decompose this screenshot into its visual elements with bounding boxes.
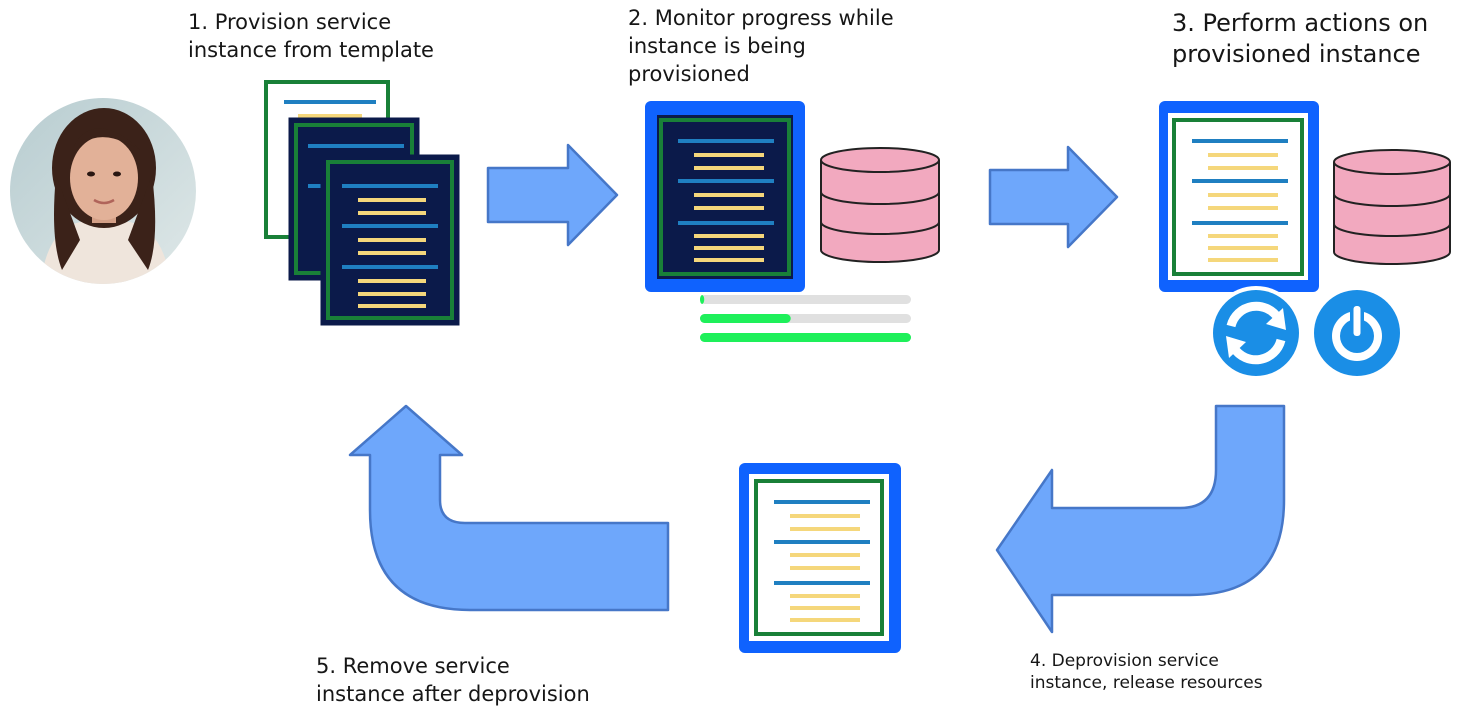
user-avatar <box>10 98 196 284</box>
progress-fill <box>700 295 705 304</box>
flow-arrow-2 <box>988 145 1119 249</box>
progress-track <box>700 295 911 304</box>
deprovisioned-instance-icon <box>739 463 901 653</box>
step-3-label: 3. Perform actions on provisioned instan… <box>1172 9 1429 68</box>
provisioned-instance-icon <box>1159 101 1319 292</box>
instance-document-icon <box>645 101 805 292</box>
flow-arrow-1 <box>486 143 619 247</box>
flow-arrow-3 <box>995 404 1286 634</box>
power-icon[interactable] <box>1310 286 1404 380</box>
step-2-label: 2. Monitor progress while instance is be… <box>628 6 894 86</box>
step-1-label: 1. Provision service instance from templ… <box>188 10 434 62</box>
flow-arrow-4 <box>348 404 670 612</box>
progress-fill <box>700 314 791 323</box>
refresh-icon[interactable] <box>1209 286 1303 380</box>
step-5-label: 5. Remove service instance after deprovi… <box>316 654 590 706</box>
step-4-label: 4. Deprovision service instance, release… <box>1030 651 1263 693</box>
progress-bars <box>700 295 911 342</box>
template-documents-icon <box>264 80 460 326</box>
database-icon <box>1333 149 1451 265</box>
progress-fill <box>700 333 911 342</box>
database-icon <box>820 147 940 263</box>
